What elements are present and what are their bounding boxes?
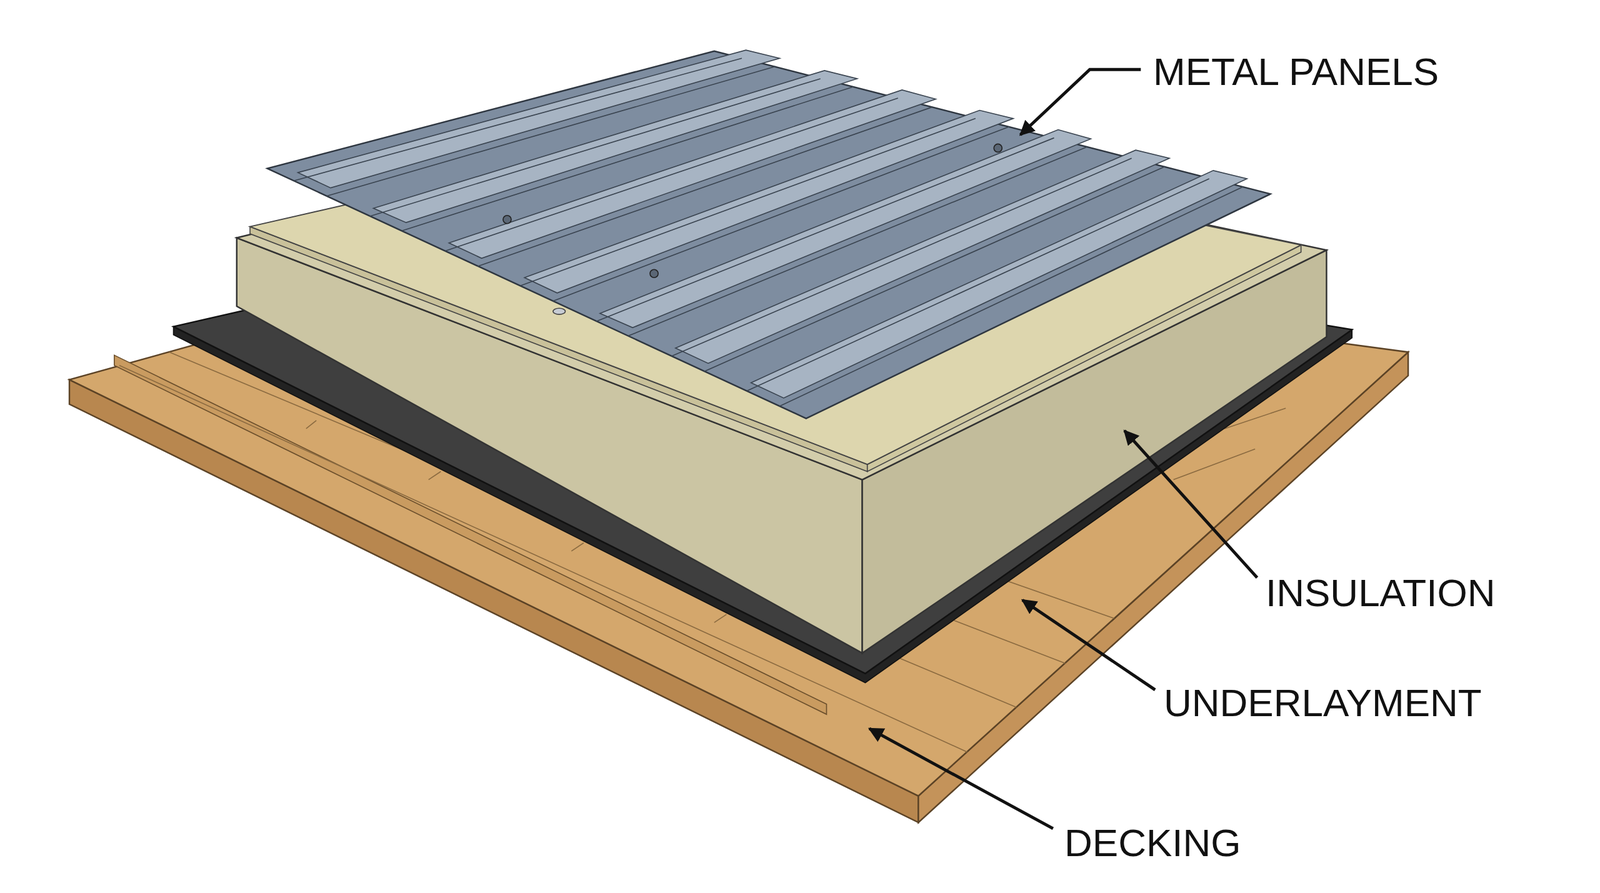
part-label: UNDERLAYMENT — [1163, 683, 1482, 723]
part-label: INSULATION — [1265, 573, 1495, 613]
part-label: METAL PANELS — [1153, 52, 1439, 92]
metal-panels — [267, 50, 1271, 419]
part-label: DECKING — [1064, 823, 1241, 863]
